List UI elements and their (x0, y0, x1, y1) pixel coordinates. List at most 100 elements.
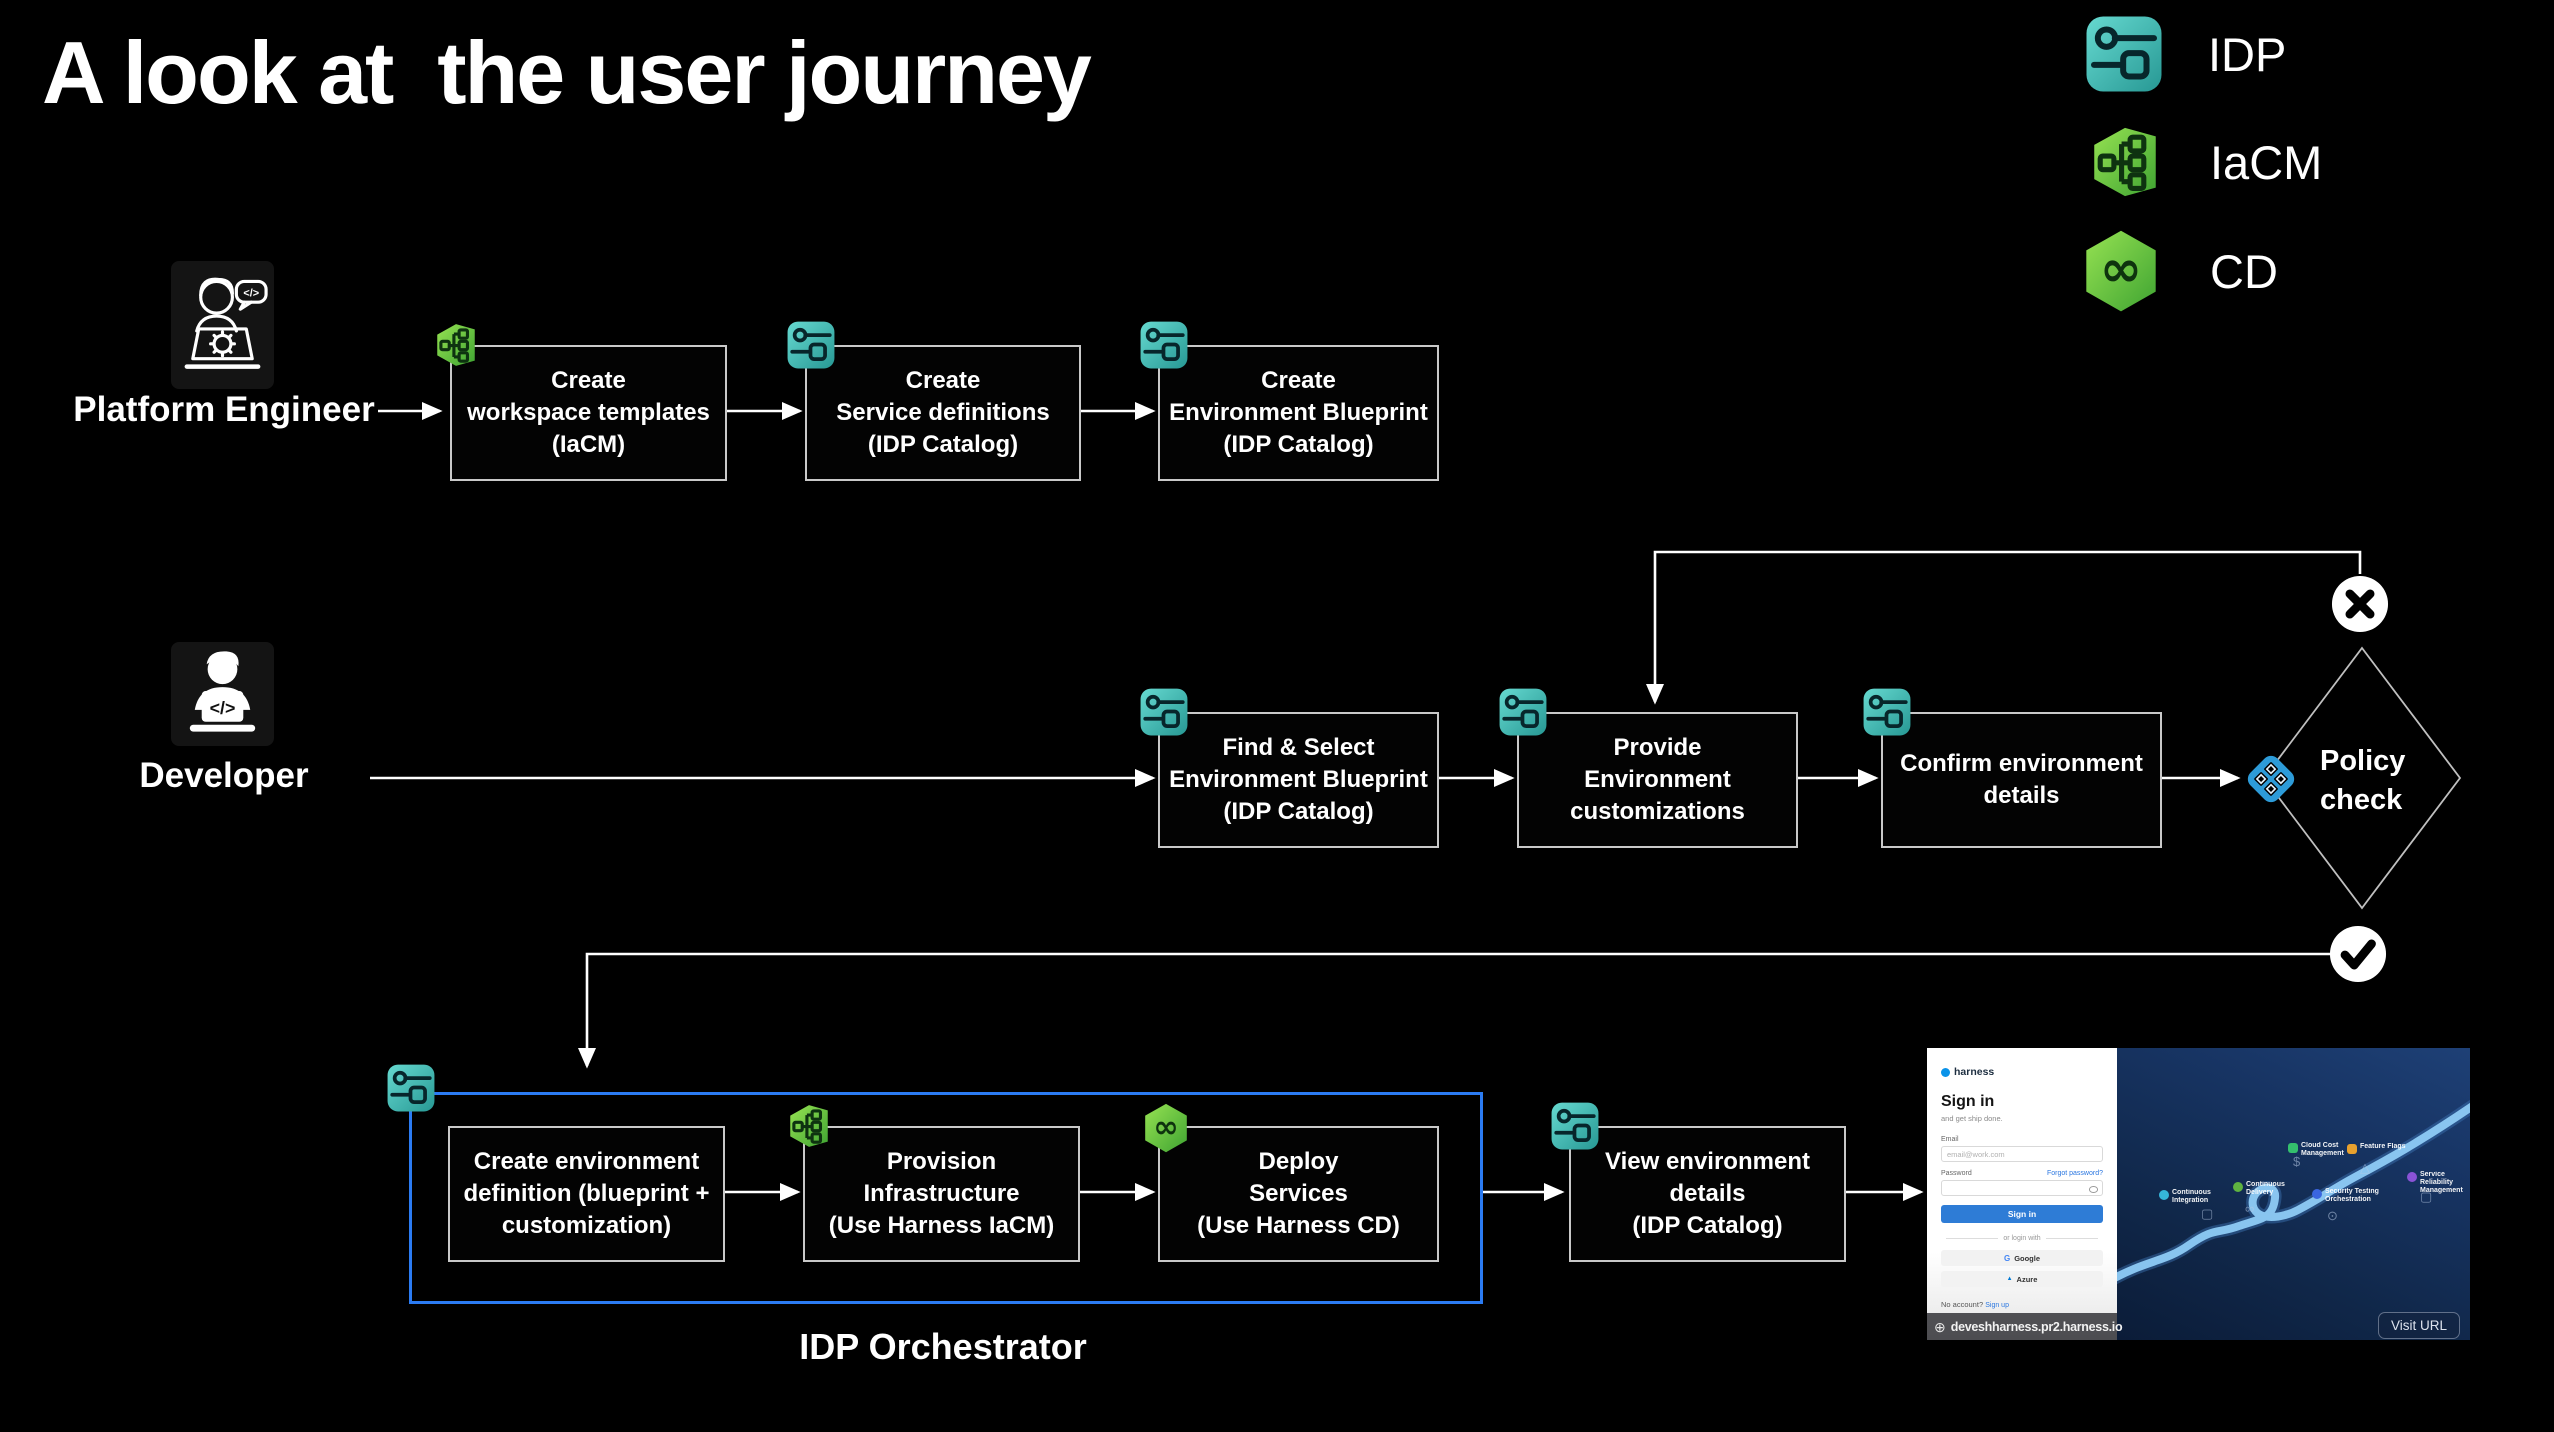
platform-engineer-icon (171, 261, 274, 389)
legend-label: CD (2210, 244, 2278, 298)
show-password-icon[interactable] (2089, 1186, 2098, 1193)
harness-logo-text: harness (1954, 1066, 1995, 1078)
idp-icon (1550, 1101, 1600, 1151)
email-label: Email (1941, 1136, 1959, 1143)
module-feature-flags: Feature Flags (2347, 1143, 2406, 1154)
module-continuous-integration: Continuous Integration (2159, 1189, 2211, 1205)
signin-button[interactable]: Sign in (1941, 1205, 2103, 1223)
harness-logo-icon (1941, 1067, 1950, 1077)
module-cloud-cost-management: Cloud Cost Management (2288, 1142, 2344, 1158)
flow-box-confirm-environment-details: Confirm environment details (1881, 712, 2162, 848)
triangle-glyph: △ (2360, 1160, 2370, 1175)
azure-icon: ▲ (2006, 1276, 2013, 1282)
module-continuous-delivery: Continuous Delivery (2233, 1181, 2285, 1197)
idp-orchestrator-container (409, 1092, 1483, 1304)
harness-logo: harness (1941, 1066, 2103, 1078)
flow-box-label: Create workspace templates (IaCM) (467, 367, 710, 458)
cloud-cost-management-icon (2288, 1143, 2298, 1153)
idp-icon (1498, 687, 1548, 737)
page-title: A look at the user journey (42, 23, 1092, 122)
password-label: Password (1941, 1170, 1972, 1177)
flow-box-label: Provision Infrastructure (Use Harness Ia… (828, 1148, 1055, 1239)
url-bar: ⊕ deveshharness.pr2.harness.io (1927, 1313, 2123, 1340)
idp-icon (1139, 320, 1189, 370)
flow-box-label: Deploy Services (Use Harness CD) (1197, 1148, 1400, 1239)
legend-item-idp: IDP (2084, 14, 2286, 94)
check-circle-icon (2329, 925, 2387, 983)
login-divider: or login with (1941, 1235, 2103, 1242)
flow-box-label: Create environment definition (blueprint… (463, 1148, 710, 1239)
continuous-delivery-icon (2233, 1182, 2243, 1192)
cube-glyph: ▢ (2201, 1206, 2214, 1221)
azure-button[interactable]: ▲ Azure (1941, 1271, 2103, 1287)
legend-label: IDP (2208, 27, 2287, 81)
email-field[interactable] (1941, 1146, 2103, 1162)
policy-check-diamond (2262, 646, 2462, 910)
flow-box-label: View environment details (IDP Catalog) (1605, 1148, 1810, 1239)
flow-box-create-service-definitions: Create Service definitions (IDP Catalog) (805, 345, 1081, 481)
flow-box-create-environment-blueprint: Create Environment Blueprint (IDP Catalo… (1158, 345, 1439, 481)
actor-label-developer: Developer (139, 756, 309, 795)
iacm-icon (431, 320, 481, 370)
flow-box-label: Find & Select Environment Blueprint (IDP… (1169, 734, 1428, 825)
idp-icon (786, 320, 836, 370)
key-glyph: ⊙ (2327, 1208, 2338, 1223)
idp-icon (386, 1063, 436, 1113)
flow-box-label: Provide Environment customizations (1570, 734, 1745, 825)
no-account-text: No account? (1941, 1300, 1984, 1309)
flow-box-create-workspace-templates: Create workspace templates (IaCM) (450, 345, 727, 481)
dollar-glyph: $ (2293, 1154, 2301, 1169)
legend-item-cd: CD (2076, 226, 2278, 316)
road-graphic (2117, 1099, 2470, 1285)
actor-label-platform-engineer: Platform Engineer (73, 390, 375, 429)
azure-button-label: Azure (2016, 1274, 2038, 1284)
visit-url-button[interactable]: Visit URL (2377, 1312, 2460, 1339)
signup-link[interactable]: Sign up (1985, 1302, 2009, 1309)
legend-label: IaCM (2210, 135, 2323, 189)
browser-preview-thumbnail: harness Sign in and get ship done. Email… (1927, 1048, 2470, 1340)
harness-artwork: Continuous Integration Continuous Delive… (2117, 1048, 2470, 1340)
security-testing-orchestration-icon (2312, 1189, 2322, 1199)
cube-glyph: ▢ (2420, 1189, 2433, 1204)
flow-box-provide-customizations: Provide Environment customizations (1517, 712, 1798, 848)
flow-box-label: Confirm environment details (1900, 750, 2143, 809)
policy-check-label: Policy check (2320, 745, 2406, 816)
cd-icon (1139, 1101, 1193, 1155)
arrow-policy-pass (577, 952, 2360, 1069)
arrow-policy-fail-loop (1645, 550, 2362, 705)
flow-box-create-environment-definition: Create environment definition (blueprint… (448, 1126, 725, 1262)
signin-panel: harness Sign in and get ship done. Email… (1927, 1048, 2117, 1340)
signin-heading: Sign in (1941, 1093, 1995, 1110)
signup-row: No account? Sign up (1941, 1300, 2103, 1309)
globe-icon: ⊕ (1934, 1318, 1946, 1335)
module-security-testing-orchestration: Security Testing Orchestration (2312, 1188, 2379, 1204)
url-text: deveshharness.pr2.harness.io (1950, 1319, 2123, 1334)
idp-icon (1862, 687, 1912, 737)
flow-box-find-select-blueprint: Find & Select Environment Blueprint (IDP… (1158, 712, 1439, 848)
legend-item-iacm: IaCM (2084, 120, 2322, 204)
google-icon: G (2003, 1253, 2011, 1263)
feature-flags-icon (2347, 1144, 2357, 1154)
signin-subheading: and get ship done. (1941, 1114, 2003, 1123)
password-field[interactable] (1941, 1180, 2103, 1196)
platform-engineer-avatar (171, 261, 274, 389)
idp-orchestrator-label: IDP Orchestrator (799, 1326, 1087, 1367)
policy-icon (2242, 750, 2300, 808)
idp-icon (1139, 687, 1189, 737)
forgot-password-link[interactable]: Forgot password? (2046, 1170, 2103, 1177)
flow-box-label: Create Environment Blueprint (IDP Catalo… (1169, 367, 1428, 458)
flow-box-provision-infrastructure: Provision Infrastructure (Use Harness Ia… (803, 1126, 1080, 1262)
infinity-glyph: ∞ (2245, 1201, 2255, 1216)
iacm-icon (784, 1101, 834, 1151)
module-service-reliability-management: Service Reliability Management (2407, 1171, 2470, 1194)
google-button[interactable]: G Google (1941, 1250, 2103, 1266)
flow-box-label: Create Service definitions (IDP Catalog) (836, 367, 1050, 458)
developer-icon (171, 642, 274, 746)
google-button-label: Google (2014, 1253, 2041, 1263)
service-reliability-management-icon (2407, 1172, 2417, 1182)
flow-box-deploy-services: Deploy Services (Use Harness CD) (1158, 1126, 1439, 1262)
x-circle-icon (2331, 575, 2389, 633)
developer-avatar (171, 642, 274, 746)
